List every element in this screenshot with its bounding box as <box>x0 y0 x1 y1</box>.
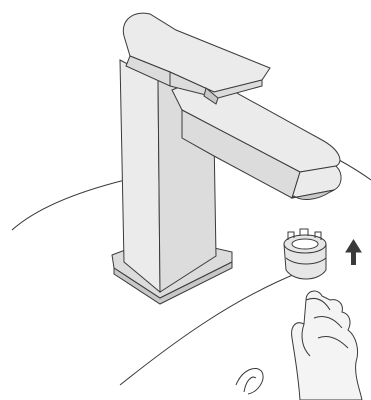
sink-drain <box>236 368 263 394</box>
hand-palm <box>292 291 362 400</box>
aerator-top-inner <box>292 239 318 249</box>
arrow-shaft <box>351 251 356 265</box>
hand-icon <box>292 291 362 400</box>
sink-edge-back <box>12 180 125 230</box>
sink-drain-inner <box>244 377 256 392</box>
aerator-icon <box>284 229 326 279</box>
arrow-head <box>346 240 361 252</box>
arrow-up-icon <box>346 240 361 265</box>
body-front-face <box>120 60 160 292</box>
